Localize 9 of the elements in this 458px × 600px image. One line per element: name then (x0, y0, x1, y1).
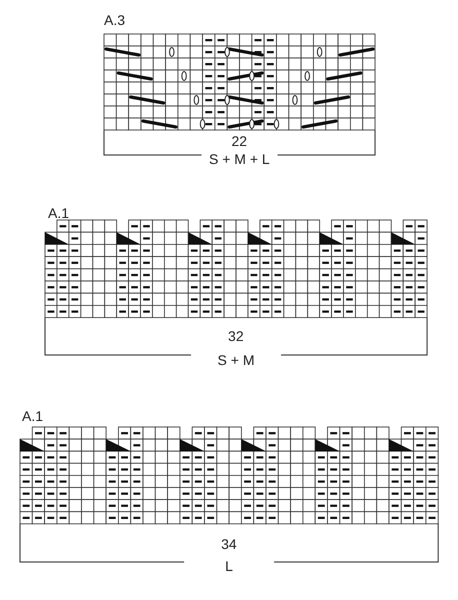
stitch-count: 34 (221, 536, 237, 552)
stitch-count: 22 (232, 133, 248, 149)
chart-title: A.3 (104, 12, 126, 28)
chart-title: A.1 (48, 205, 70, 221)
stitch-count: 32 (228, 328, 244, 344)
size-label: S + M (218, 352, 254, 368)
size-label: L (225, 558, 233, 574)
chart-title: A.1 (22, 408, 44, 424)
size-label: S + M + L (209, 151, 270, 167)
